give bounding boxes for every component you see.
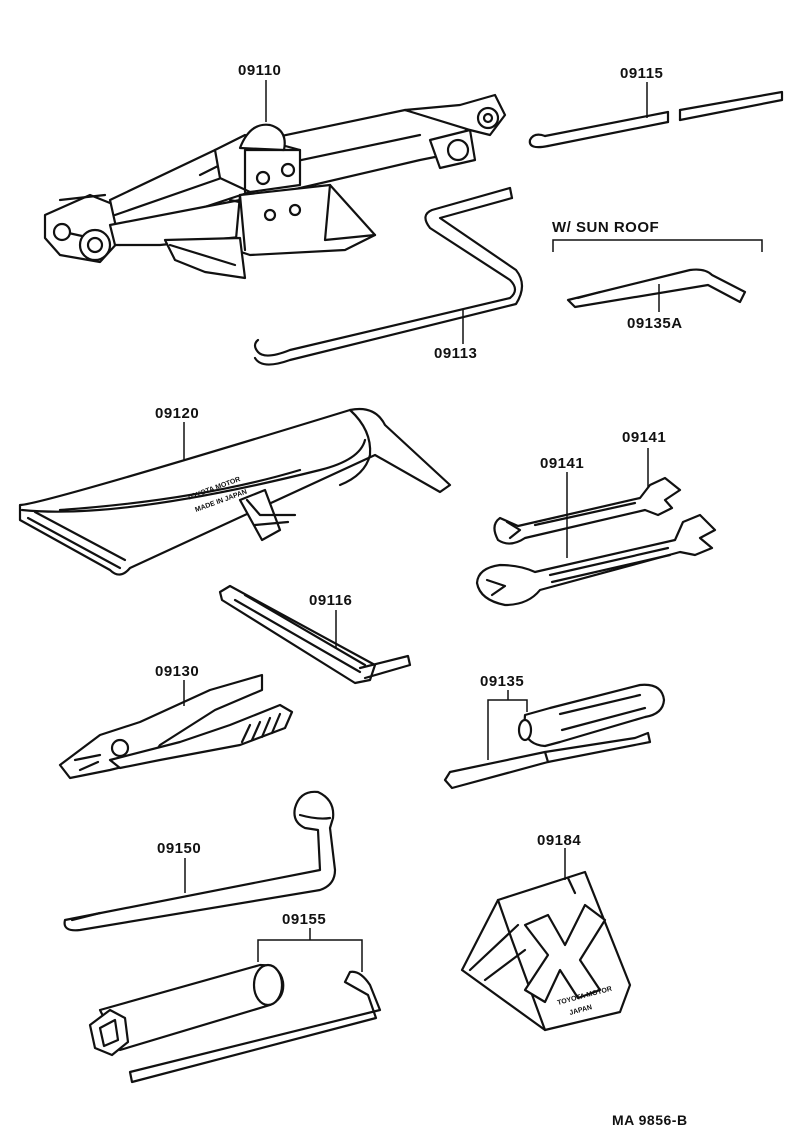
sunroof-wrench	[566, 268, 747, 309]
label-09116: 09116	[309, 592, 352, 609]
wheel-chock: TOYOTA MOTOR JAPAN	[460, 870, 632, 1032]
label-09115: 09115	[620, 65, 663, 82]
label-09155: 09155	[282, 911, 326, 928]
label-09120: 09120	[155, 405, 199, 422]
label-09141-a: 09141	[622, 429, 666, 446]
label-09135A: 09135A	[627, 315, 683, 332]
jack-handle	[253, 186, 524, 366]
extension-bar	[218, 584, 412, 685]
wrench-large	[475, 513, 717, 607]
label-sun-roof: W/ SUN ROOF	[552, 219, 659, 236]
drawing-id: MA 9856-B	[612, 1112, 688, 1128]
scissor-jack	[43, 93, 507, 280]
label-09150: 09150	[157, 840, 201, 857]
lug-wrench	[63, 790, 337, 932]
label-09141-b: 09141	[540, 455, 584, 472]
plug-wrench	[88, 963, 382, 1084]
wrench-small	[493, 476, 682, 545]
label-09135: 09135	[480, 673, 524, 690]
sunroof-bracket	[552, 239, 763, 252]
pliers	[58, 673, 294, 780]
screwdriver	[443, 683, 666, 790]
hook-rod	[528, 90, 784, 149]
label-09113: 09113	[434, 345, 477, 362]
tool-bag: TOYOTA MOTOR MADE IN JAPAN	[18, 407, 452, 576]
label-09110: 09110	[238, 62, 281, 79]
label-09130: 09130	[155, 663, 199, 680]
label-09184: 09184	[537, 832, 581, 849]
